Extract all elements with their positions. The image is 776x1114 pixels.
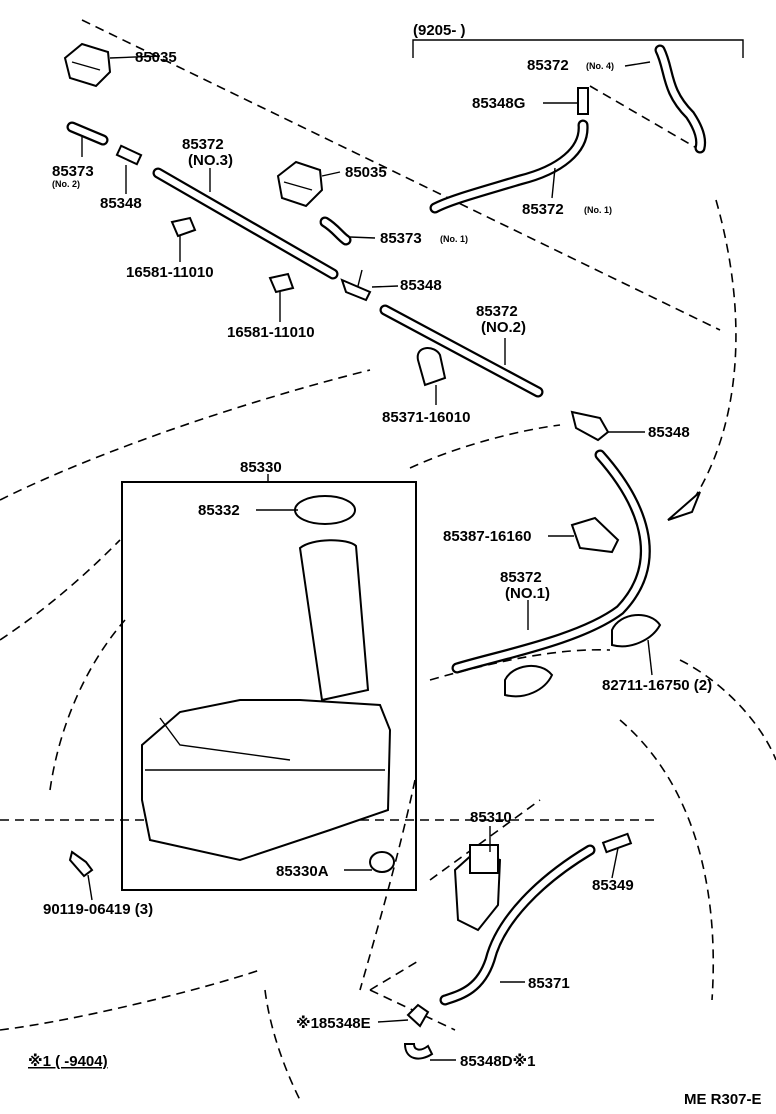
label-85349: 85349 — [592, 877, 634, 894]
label-85372-no1-mid: 85372 — [500, 569, 542, 586]
label-85371: 85371 — [528, 975, 570, 992]
label-85373-no1-note: (No. 1) — [440, 234, 468, 244]
tank-assembly-85330 — [121, 481, 417, 891]
label-85372-no1-top: 85372 — [522, 201, 564, 218]
bracket-85387 — [570, 516, 620, 554]
label-85348-c: 85348 — [648, 424, 690, 441]
label-85310: 85310 — [470, 809, 512, 826]
footnote: ※1 ( -9404) — [28, 1052, 108, 1070]
label-85348d: 85348D※1 — [460, 1052, 535, 1070]
clip-16581-a — [170, 216, 197, 238]
label-82711: 82711-16750 (2) — [602, 677, 712, 694]
label-85348e: ※185348E — [296, 1014, 371, 1032]
label-85372-no2: 85372 — [476, 303, 518, 320]
label-85035-b: 85035 — [345, 164, 387, 181]
label-90119: 90119-06419 (3) — [43, 901, 153, 918]
nozzle-85035-b — [276, 160, 324, 208]
clip-82711-a — [611, 613, 662, 648]
leader-lines — [81, 55, 653, 1061]
label-85373-no2: 85373 — [52, 163, 94, 180]
flow-arrow — [667, 199, 737, 521]
label-85348-b: 85348 — [400, 277, 442, 294]
label-16581-a: 16581-11010 — [126, 264, 214, 281]
joint-85348-a — [115, 144, 143, 166]
label-85373-no2-note: (No. 2) — [52, 179, 80, 189]
label-85372-no4-note: (No. 4) — [586, 61, 614, 71]
pump-85310 — [453, 844, 502, 932]
tee-85348-b — [340, 269, 372, 302]
label-85372-no3-note: (NO.3) — [188, 152, 233, 169]
date-range-label: (9205- ) — [413, 22, 466, 39]
label-85372-no4: 85372 — [527, 57, 569, 74]
check-valve-85348-c — [570, 410, 610, 442]
nozzle-85035-a — [63, 42, 112, 88]
label-85332: 85332 — [198, 502, 240, 519]
label-16581-b: 16581-11010 — [227, 324, 315, 341]
label-85330a: 85330A — [276, 863, 329, 880]
clamp-85371-16010 — [416, 347, 447, 387]
clip-82711-b — [504, 664, 554, 698]
label-85373-no1: 85373 — [380, 230, 422, 247]
bolt-90119 — [68, 850, 94, 878]
date-range-bracket: (9205- ) — [412, 22, 744, 58]
vehicle-outline-phantom — [0, 19, 776, 1101]
label-85372-no1-mid-note: (NO.1) — [505, 585, 550, 602]
nipple-85349 — [601, 832, 633, 854]
label-85371-16010: 85371-16010 — [382, 409, 470, 426]
part-labels: 85035 85372 (No. 4) 85348G 85372 (No. 1)… — [43, 49, 712, 1070]
reference-code: ME R307-E — [684, 1091, 762, 1108]
label-85348-a: 85348 — [100, 195, 142, 212]
label-85372-no1-top-note: (No. 1) — [584, 205, 612, 215]
label-85372-no2-note: (NO.2) — [481, 319, 526, 336]
grommet-85330a — [369, 851, 395, 873]
connector-85348g — [577, 87, 589, 115]
label-85348g: 85348G — [472, 95, 525, 112]
label-85387: 85387-16160 — [443, 528, 531, 545]
clip-16581-b — [268, 272, 295, 294]
label-85372-no3: 85372 — [182, 136, 224, 153]
hoses — [66, 44, 707, 1006]
label-85035-a: 85035 — [135, 49, 177, 66]
label-85330: 85330 — [240, 459, 282, 476]
elbow-85348d — [403, 1043, 434, 1060]
elbow-85348e — [406, 1003, 430, 1028]
